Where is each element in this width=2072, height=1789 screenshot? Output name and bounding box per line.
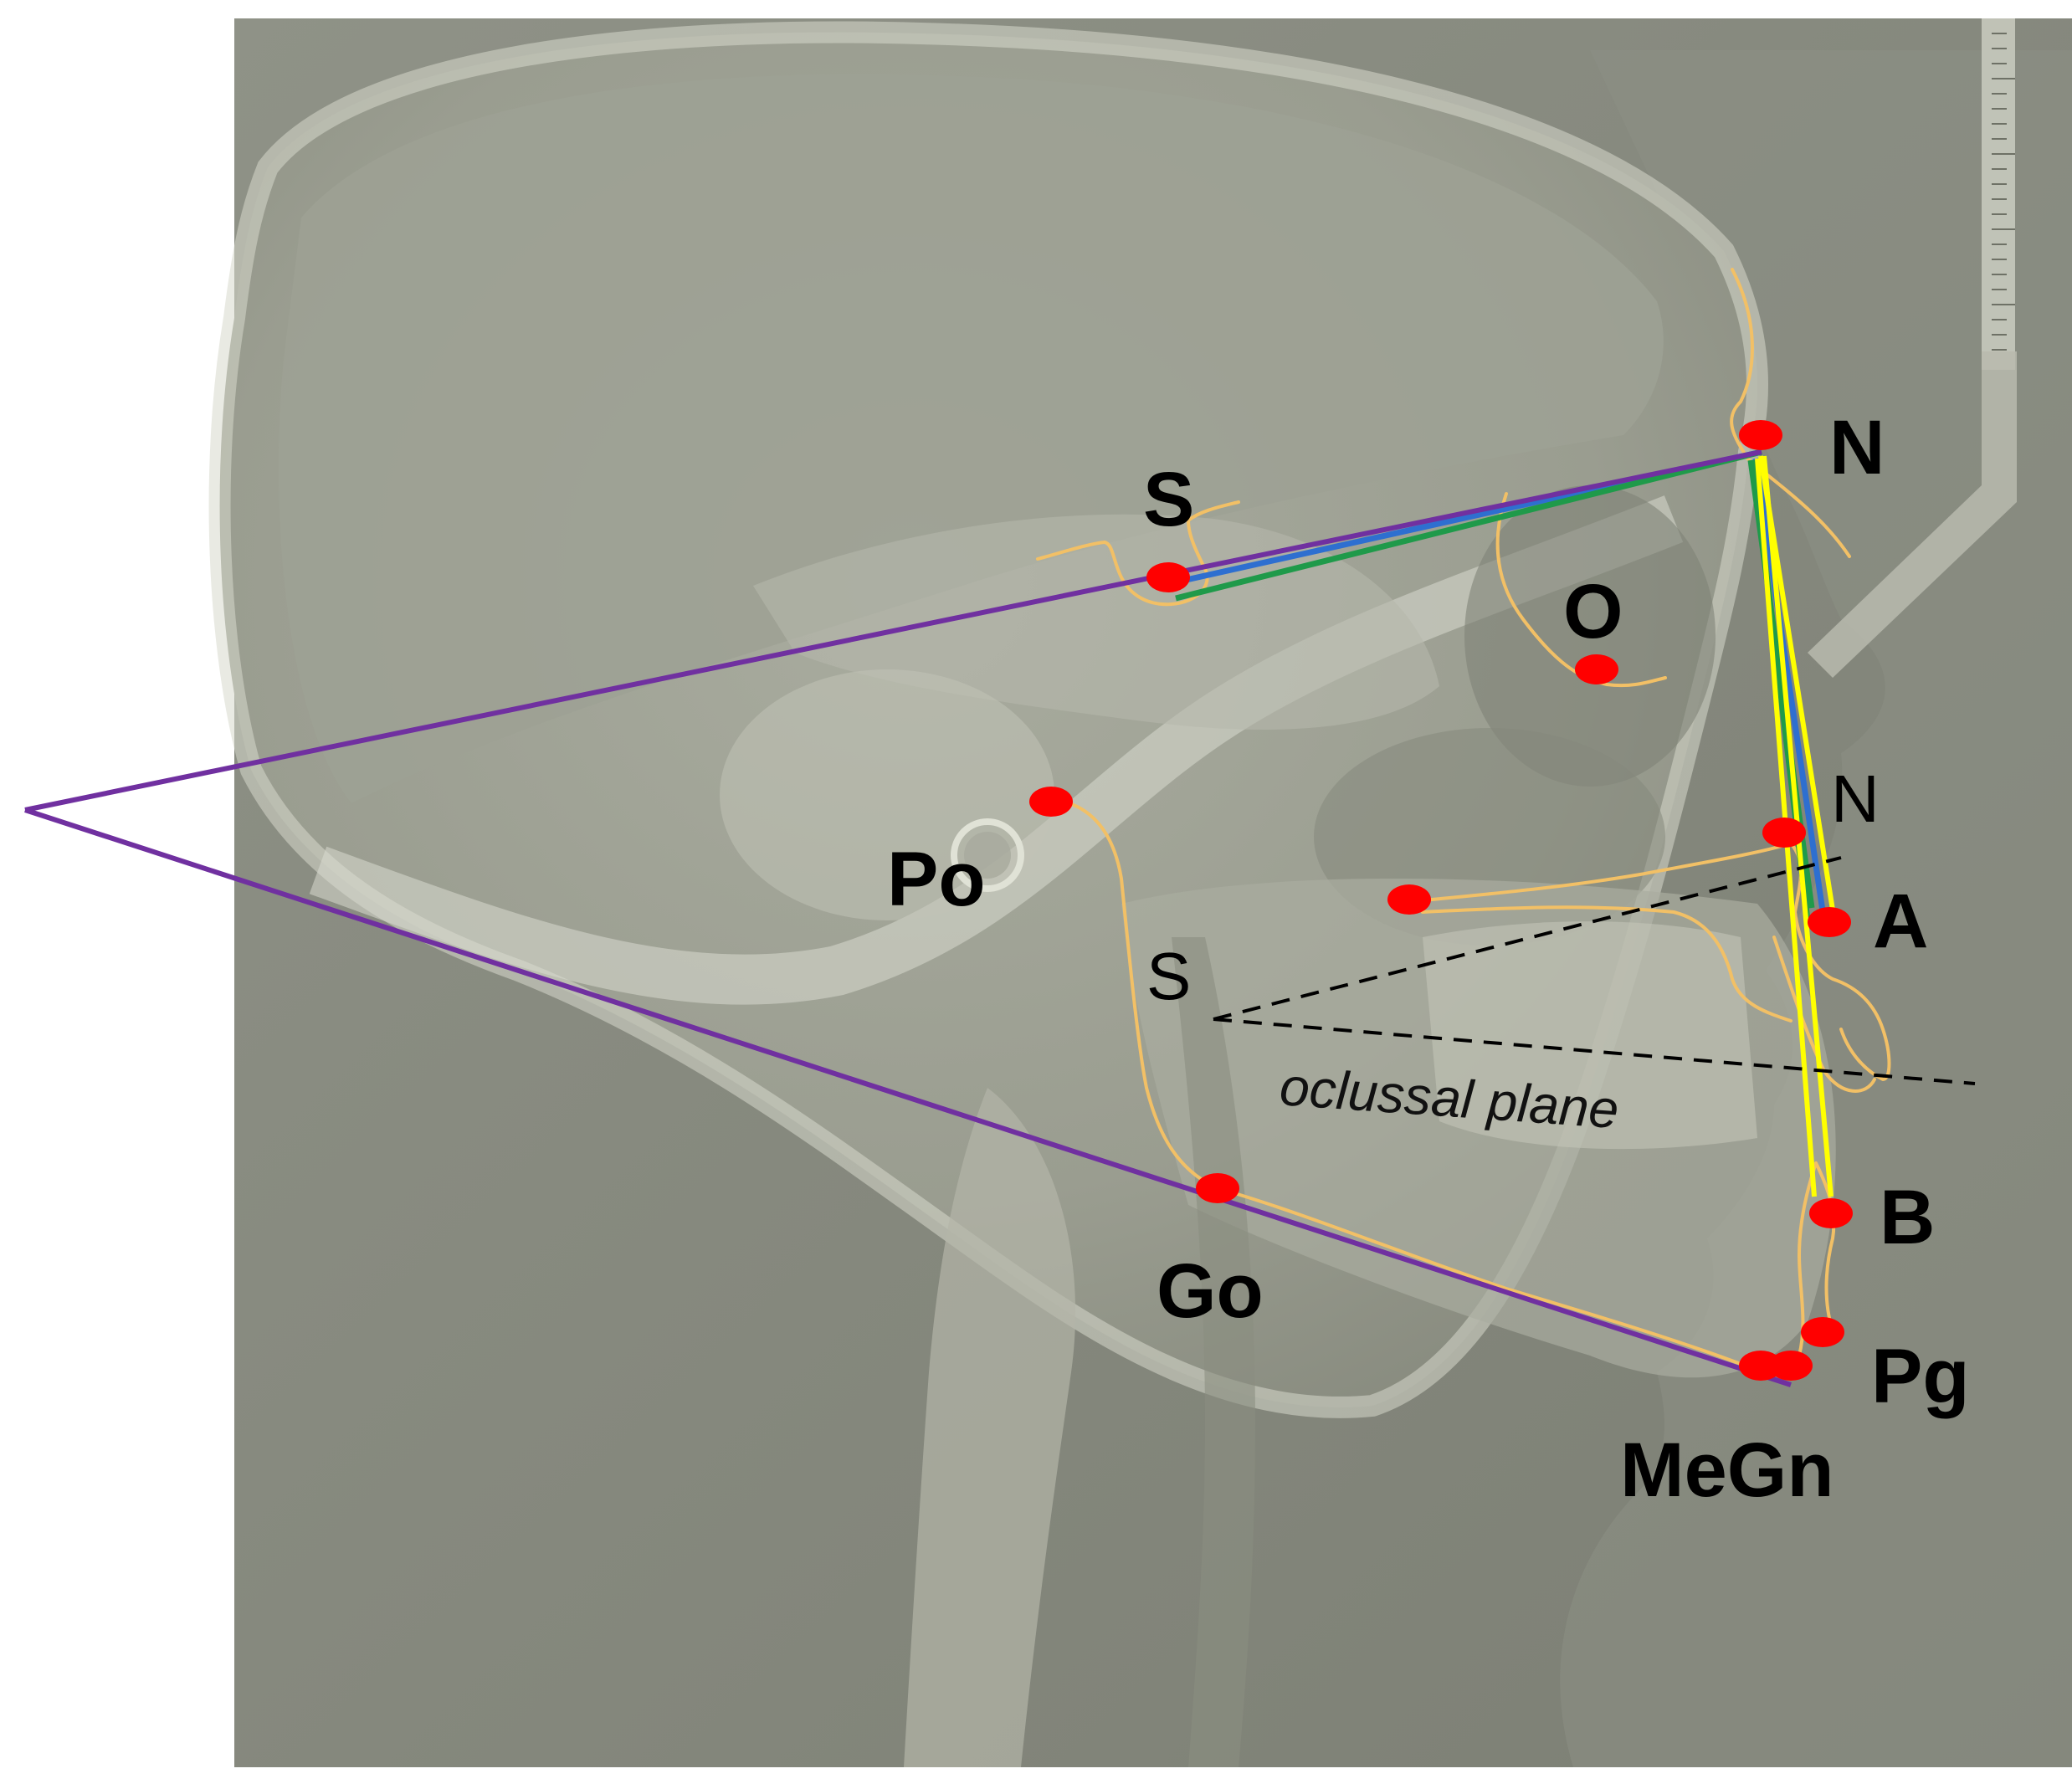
- cranial-base: [309, 495, 1684, 1005]
- symphysis-tracing: [1814, 1161, 1836, 1332]
- anatomical-tracings: [1036, 268, 1891, 1371]
- landmark-me: [1739, 1351, 1782, 1381]
- ramus-tracing: [1049, 797, 1219, 1190]
- label-s: S: [1143, 457, 1194, 542]
- label-go: Go: [1157, 1248, 1264, 1334]
- label-a: A: [1873, 879, 1928, 964]
- sn-extension-purple: [24, 449, 1762, 812]
- landmark-a: [1808, 907, 1851, 937]
- label-n-secondary: N: [1831, 761, 1880, 836]
- landmarks: [1029, 420, 1853, 1381]
- label-n: N: [1829, 405, 1885, 490]
- occlusal-dashed-line: [1213, 1018, 1976, 1085]
- label-o: O: [1563, 569, 1623, 654]
- label-b: B: [1880, 1175, 1935, 1260]
- landmark-o: [1575, 654, 1618, 684]
- cervical-spine: [904, 1088, 1076, 1767]
- landmark-ans: [1762, 818, 1806, 848]
- label-megn: MeGn: [1620, 1428, 1834, 1513]
- na-line-blue: [1752, 458, 1828, 923]
- landmark-go: [1196, 1173, 1239, 1203]
- sn-line-green: [1175, 449, 1762, 602]
- frontal-nasal-tracing: [1730, 268, 1851, 558]
- ruler-ticks: [1992, 33, 2015, 351]
- palatal-dashed-line: [1213, 856, 1842, 1021]
- soft-tissue-profile: [1560, 50, 2072, 1767]
- bottom-border: [234, 1767, 2072, 1789]
- landmark-s: [1146, 562, 1190, 592]
- ear-rod-center: [964, 832, 1011, 879]
- ear-rod-ring: [951, 818, 1024, 892]
- mandibular-border-tracing: [1216, 1161, 1818, 1371]
- ruler: [1982, 18, 2015, 370]
- palatal-tracing: [1404, 842, 1891, 1081]
- landmark-condylion: [1029, 787, 1073, 817]
- nasal-positioner: [1808, 351, 2017, 678]
- mandibular-plane-purple: [24, 807, 1792, 1387]
- palate-lower-tracing: [1421, 905, 1792, 1023]
- cranial-cavity: [278, 74, 1664, 804]
- label-s-secondary: S: [1146, 939, 1191, 1013]
- label-po: Po: [887, 837, 986, 922]
- landmark-gn: [1769, 1351, 1813, 1381]
- orbit-region: [1464, 485, 1716, 787]
- sella-tracing: [1036, 500, 1240, 607]
- landmark-pns: [1387, 884, 1431, 915]
- landmark-pg: [1801, 1317, 1844, 1347]
- label-pg: Pg: [1871, 1334, 1970, 1419]
- landmark-b: [1809, 1198, 1853, 1228]
- airway: [1172, 937, 1255, 1767]
- teeth-region: [1423, 921, 1757, 1150]
- orbit-tracing: [1495, 492, 1667, 688]
- landmark-n: [1739, 420, 1782, 450]
